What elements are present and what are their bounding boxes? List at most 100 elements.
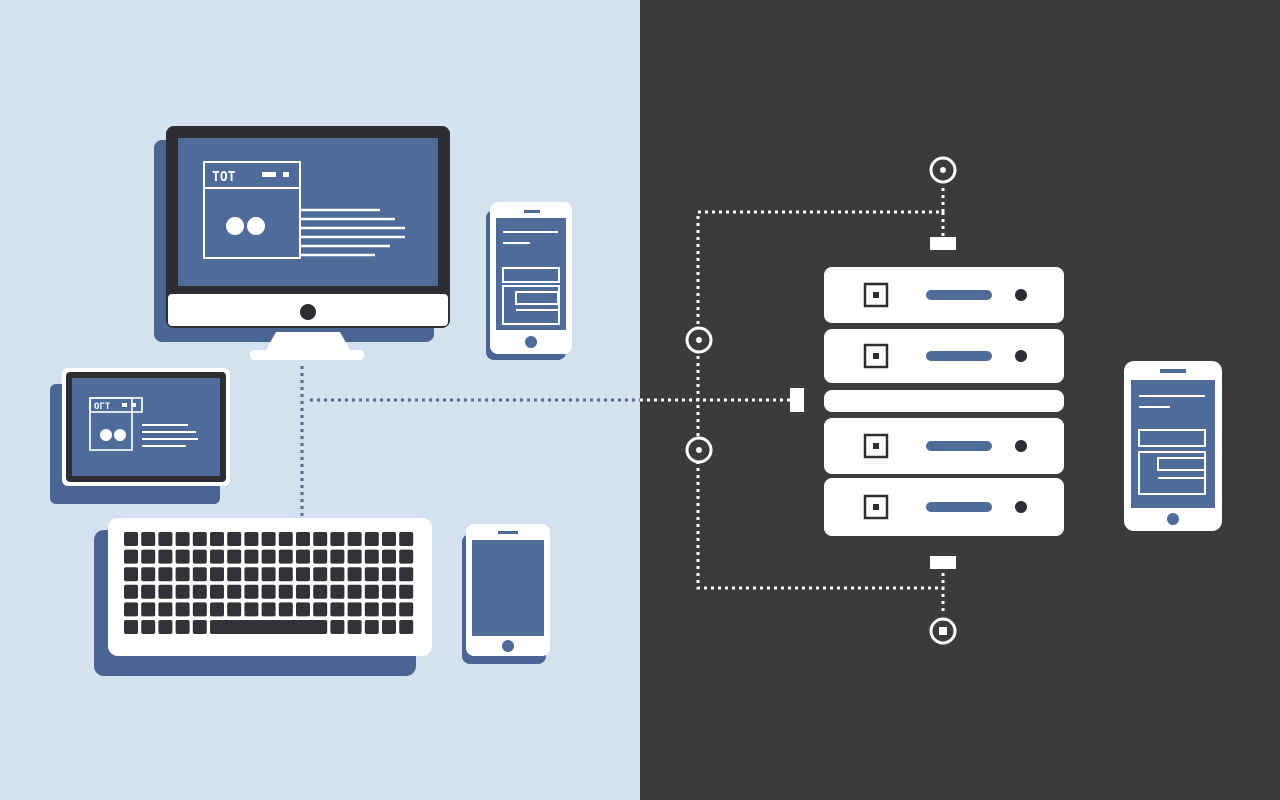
keyboard-key (330, 602, 345, 617)
keyboard-key (244, 567, 259, 582)
keyboard-key (261, 584, 276, 599)
server-unit (824, 478, 1064, 536)
keyboard-key (261, 567, 276, 582)
server-drive-icon (863, 433, 889, 459)
keyboard-key (296, 532, 310, 546)
keyboard-key (313, 549, 328, 564)
keyboard-key (261, 532, 276, 546)
keyboard-key (192, 567, 207, 582)
keyboard-key (347, 584, 362, 599)
keyboard-key (382, 620, 396, 634)
keyboard-key (244, 532, 259, 546)
desktop-screen (178, 138, 438, 286)
keyboard-key (141, 584, 156, 599)
keyboard-key (278, 584, 293, 599)
keyboard-key (158, 584, 173, 599)
server-led-icon (1015, 440, 1027, 452)
smartphone-right (1124, 361, 1222, 531)
keyboard-key (158, 532, 173, 546)
phone-top-screen (496, 218, 566, 330)
connector-loop (696, 188, 945, 612)
keyboard-key (141, 549, 156, 564)
keyboard-key (227, 549, 242, 564)
keyboard-key (158, 549, 173, 564)
keyboard-key (399, 549, 414, 564)
tablet-window-label: OΓT (94, 402, 111, 412)
keyboard-key (278, 549, 293, 564)
keyboard-key (330, 567, 345, 582)
keyboard-key (399, 532, 414, 546)
server-unit-body (824, 390, 1064, 412)
keyboard-key (261, 549, 276, 564)
desktop-computer: TOT (154, 126, 450, 360)
keyboard-key (192, 584, 207, 599)
phone-right-screen (1131, 380, 1215, 508)
keyboard-key (399, 567, 414, 582)
keyboard-key (210, 532, 224, 546)
server-drive-icon (863, 494, 889, 520)
tablet-window-dot-2 (114, 429, 126, 441)
connection-lines (300, 188, 945, 612)
port-top (930, 237, 956, 250)
keyboard-key (192, 549, 207, 564)
keyboard-key (330, 549, 345, 564)
node-top (929, 156, 957, 184)
keyboard-key (227, 584, 242, 599)
desktop-window-dot-1 (226, 217, 244, 235)
keyboard-key (382, 602, 396, 617)
keyboard-key (227, 567, 242, 582)
keyboard-key (124, 584, 138, 599)
keyboard-key (175, 602, 190, 617)
keyboard-key (313, 584, 328, 599)
keyboard-key (278, 602, 293, 617)
desktop-window-label: TOT (212, 170, 236, 185)
keyboard-key (382, 567, 396, 582)
server-rack (824, 267, 1064, 536)
keyboard-key (210, 602, 224, 617)
keyboard-key (364, 532, 379, 546)
keyboard-key (296, 567, 310, 582)
keyboard-key (244, 602, 259, 617)
tablet: OΓT (50, 368, 230, 504)
keyboard-key (313, 567, 328, 582)
keyboard-key (124, 567, 138, 582)
keyboard-key (141, 567, 156, 582)
node-left-lower (685, 436, 713, 464)
keyboard-key (124, 620, 138, 634)
smartphone-top (486, 202, 572, 360)
keyboard-spacebar (210, 620, 328, 634)
keyboard-key (141, 620, 156, 634)
phone-right-home-icon (1167, 513, 1179, 525)
keyboard-key (330, 532, 345, 546)
server-unit (824, 329, 1064, 383)
phone-bottom-home-icon (502, 640, 514, 652)
port-side (790, 388, 804, 412)
keyboard-key (158, 620, 173, 634)
server-drive-icon (863, 343, 889, 369)
keyboard-key (330, 584, 345, 599)
keyboard-key (364, 549, 379, 564)
keyboard-key (296, 602, 310, 617)
keyboard-key (175, 567, 190, 582)
keyboard-key (192, 602, 207, 617)
keyboard-key (124, 532, 138, 546)
keyboard-key (382, 584, 396, 599)
server-unit (824, 390, 1064, 412)
keyboard-key (158, 602, 173, 617)
desktop-text-lines (300, 208, 405, 257)
phone-bottom-screen (472, 540, 544, 636)
keyboard-key (158, 567, 173, 582)
server-unit (824, 418, 1064, 474)
keyboard-key (278, 532, 293, 546)
keyboard-key (347, 602, 362, 617)
keyboard-key (210, 567, 224, 582)
keyboard-key (296, 584, 310, 599)
port-bottom (930, 556, 956, 569)
keyboard-key (330, 620, 345, 634)
keyboard-key (364, 567, 379, 582)
tablet-text-lines (142, 424, 198, 447)
keyboard-key (364, 620, 379, 634)
node-left-upper (685, 326, 713, 354)
